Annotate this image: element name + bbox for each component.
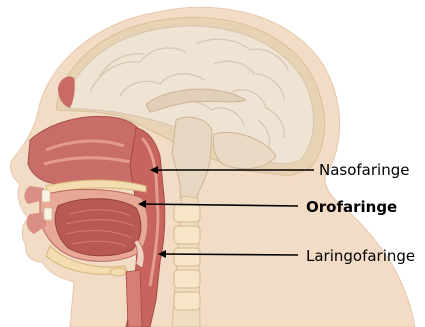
label-orofaringe: Orofaringe bbox=[306, 198, 397, 216]
vertebrae bbox=[174, 204, 200, 310]
upper-teeth bbox=[42, 190, 50, 202]
label-nasofaringe: Nasofaringe bbox=[319, 161, 409, 179]
tongue bbox=[55, 199, 141, 256]
hyoid bbox=[110, 268, 126, 276]
label-laringofaringe: Laringofaringe bbox=[306, 247, 415, 265]
lower-teeth bbox=[44, 208, 52, 220]
leader-laringofaringe bbox=[160, 254, 298, 255]
larynx bbox=[126, 270, 142, 327]
